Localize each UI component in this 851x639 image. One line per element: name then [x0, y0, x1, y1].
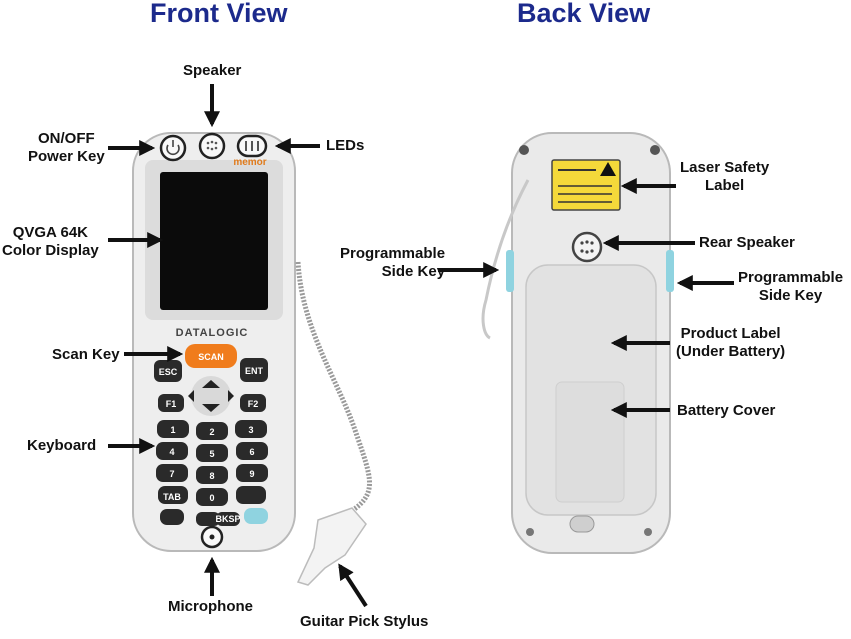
front-device	[132, 132, 296, 552]
stylus-tether	[295, 261, 372, 586]
front-view-title: Front View	[150, 0, 288, 28]
f2-key-label: F2	[248, 399, 259, 409]
bksp-key-label: BKSP	[215, 514, 240, 524]
number-key-9-label: 9	[249, 469, 254, 479]
label-prog-left-line1: Programmable	[340, 245, 446, 262]
label-product-line2: (Under Battery)	[676, 343, 786, 360]
label-power-line1: ON/OFF	[38, 130, 95, 147]
battery-cover	[555, 381, 625, 503]
power-key	[159, 134, 187, 162]
label-product-label: Product Label (Under Battery)	[676, 325, 785, 361]
label-leds: LEDs	[326, 137, 365, 154]
label-laser-line2: Label	[705, 177, 745, 194]
number-key-5-label: 5	[209, 449, 214, 459]
label-prog-side-key-left: Programmable Side Key	[340, 245, 445, 281]
label-prog-right-line1: Programmable	[738, 269, 844, 286]
label-display-line1: QVGA 64K	[12, 224, 88, 241]
number-key-2-label: 2	[209, 427, 214, 437]
f1-key-label: F1	[166, 399, 177, 409]
label-rear-speaker: Rear Speaker	[699, 234, 795, 251]
label-scan-key: Scan Key	[52, 346, 120, 363]
number-key-8-label: 8	[209, 471, 214, 481]
f2-key	[240, 394, 266, 412]
label-stylus: Guitar Pick Stylus	[300, 613, 429, 630]
tab-key-label: TAB	[163, 492, 181, 502]
scan-key-label: SCAN	[198, 352, 224, 362]
scan-key	[185, 344, 237, 368]
label-product-line1: Product Label	[680, 325, 781, 342]
label-power-line2: Power Key	[28, 148, 105, 165]
back-device	[481, 132, 674, 554]
callout-arrows	[108, 84, 734, 608]
number-key-labels: 1 2 3 4 5 6 7 8 9 0	[169, 425, 254, 503]
label-prog-right-line2: Side Key	[758, 287, 823, 304]
back-view-title: Back View	[517, 0, 651, 28]
speaker-grille	[198, 132, 226, 160]
guitar-pick-stylus	[296, 507, 367, 586]
esc-key-label: ESC	[159, 367, 178, 377]
label-battery-cover: Battery Cover	[677, 402, 776, 419]
rear-speaker	[571, 231, 603, 263]
label-display: QVGA 64K Color Display	[2, 224, 99, 260]
label-display-line2: Color Display	[2, 242, 99, 259]
label-laser-safety: Laser Safety Label	[680, 159, 769, 195]
f1-key	[158, 394, 184, 412]
label-speaker: Speaker	[183, 62, 242, 79]
number-key-1-label: 1	[170, 425, 175, 435]
model-logo: memor	[233, 157, 266, 168]
label-prog-left-line2: Side Key	[381, 263, 446, 280]
number-key-0-label: 0	[209, 493, 214, 503]
number-key-4-label: 4	[169, 447, 174, 457]
ent-key-label: ENT	[245, 366, 264, 376]
number-key-3-label: 3	[248, 425, 253, 435]
label-laser-line1: Laser Safety	[680, 159, 770, 176]
brand-logo: DATALOGIC	[176, 327, 249, 339]
display-screen	[160, 172, 268, 310]
side-key-right	[666, 250, 674, 292]
label-microphone: Microphone	[168, 598, 253, 615]
label-power-key: ON/OFF Power Key	[28, 130, 105, 166]
label-prog-side-key-right: Programmable Side Key	[738, 269, 843, 305]
number-key-7-label: 7	[169, 469, 174, 479]
keypad	[156, 420, 268, 526]
number-key-6-label: 6	[249, 447, 254, 457]
side-key-left	[506, 250, 514, 292]
ent-key	[240, 358, 268, 382]
label-keyboard: Keyboard	[27, 437, 97, 454]
nav-cluster	[191, 376, 231, 416]
esc-key	[154, 360, 182, 382]
